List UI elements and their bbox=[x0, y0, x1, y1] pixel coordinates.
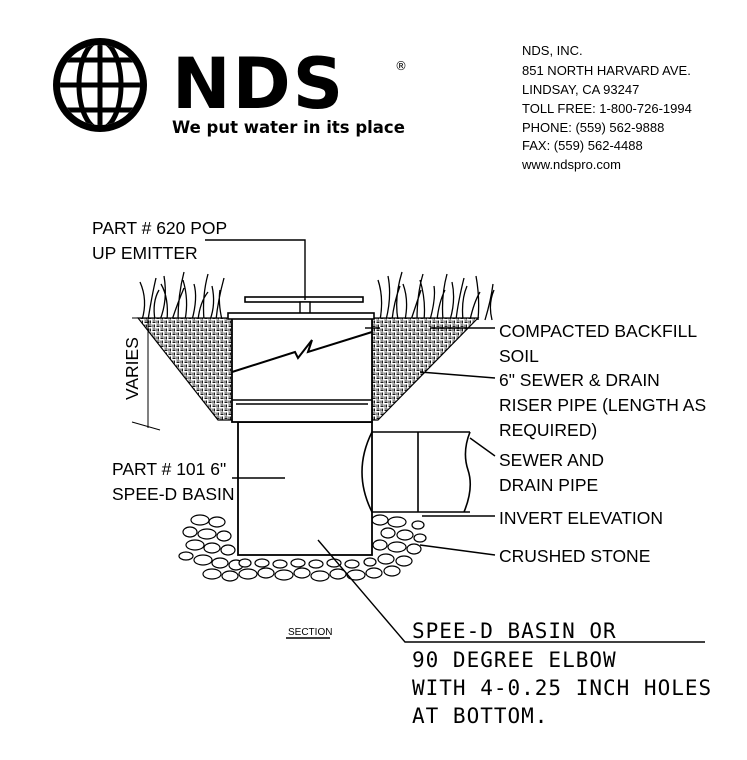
crushed-stone bbox=[178, 514, 427, 582]
varies-label: VARIES bbox=[122, 337, 142, 400]
company-info-line: www.ndspro.com bbox=[521, 157, 621, 172]
leader-lines bbox=[205, 239, 705, 643]
company-info-line: FAX: (559) 562-4488 bbox=[522, 138, 643, 153]
backfill-label: COMPACTED BACKFILL bbox=[499, 321, 697, 341]
backfill-label: SOIL bbox=[499, 346, 539, 366]
pop-up-emitter bbox=[227, 296, 375, 320]
invert-label: INVERT ELEVATION bbox=[499, 508, 663, 528]
company-info-line: TOLL FREE: 1-800-726-1994 bbox=[522, 101, 692, 116]
company-info-line: 851 NORTH HARVARD AVE. bbox=[522, 63, 691, 78]
sewer-label: DRAIN PIPE bbox=[499, 475, 598, 495]
emitter-label: PART # 620 POP bbox=[92, 218, 227, 238]
riser-label: RISER PIPE (LENGTH AS bbox=[499, 395, 706, 415]
speed-basin-body bbox=[237, 421, 373, 556]
note-line: 90 DEGREE ELBOW bbox=[412, 648, 617, 672]
riser-label: 6" SEWER & DRAIN bbox=[499, 370, 660, 390]
nds-logo: NDS ® We put water in its place bbox=[53, 38, 407, 137]
sewer-drain-pipe bbox=[361, 431, 472, 513]
riser-label: REQUIRED) bbox=[499, 420, 597, 440]
brand-wordmark: NDS bbox=[172, 43, 345, 125]
note-line: WITH 4-0.25 INCH HOLES bbox=[412, 676, 712, 700]
sewer-label: SEWER AND bbox=[499, 450, 604, 470]
basin-label: PART # 101 6" bbox=[112, 459, 226, 479]
globe-icon bbox=[53, 38, 147, 132]
company-info-line: PHONE: (559) 562-9888 bbox=[522, 120, 664, 135]
company-info: NDS, INC. 851 NORTH HARVARD AVE. LINDSAY… bbox=[521, 43, 692, 172]
company-info-line: LINDSAY, CA 93247 bbox=[522, 82, 639, 97]
section-label: SECTION bbox=[288, 627, 332, 638]
registered-mark: ® bbox=[395, 59, 407, 73]
company-info-line: NDS, INC. bbox=[522, 43, 583, 58]
note-text: SPEE-D BASIN OR 90 DEGREE ELBOW WITH 4-0… bbox=[412, 619, 712, 728]
riser-pipe bbox=[231, 317, 373, 423]
stone-label: CRUSHED STONE bbox=[499, 546, 650, 566]
grass-tufts bbox=[139, 271, 495, 321]
basin-label: SPEE-D BASIN bbox=[112, 484, 235, 504]
compacted-backfill-right bbox=[371, 317, 480, 421]
compacted-backfill-left bbox=[136, 317, 233, 421]
note-line: AT BOTTOM. bbox=[412, 704, 548, 728]
break-line bbox=[231, 331, 373, 373]
varies-dimension: VARIES bbox=[122, 317, 161, 431]
emitter-label: UP EMITTER bbox=[92, 243, 198, 263]
note-line: SPEE-D BASIN OR bbox=[412, 619, 617, 643]
tagline: We put water in its place bbox=[172, 118, 405, 137]
